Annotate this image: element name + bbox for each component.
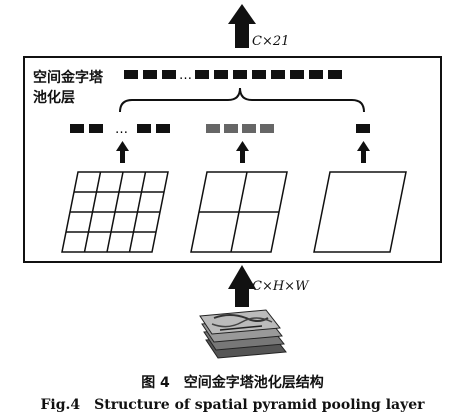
spp-layer-box bbox=[23, 56, 442, 263]
spp-layer-title: 空间金字塔池化层 bbox=[33, 70, 103, 106]
input-dimension-label: C×H×W bbox=[252, 279, 309, 294]
concatenated-vector bbox=[124, 70, 342, 79]
pooled-vector-2x2 bbox=[206, 124, 274, 133]
grid-2x2 bbox=[190, 171, 288, 253]
up-arrow-2x2 bbox=[236, 141, 249, 163]
input-feature-maps bbox=[199, 309, 287, 359]
grid-1x1 bbox=[313, 171, 407, 253]
pooled-vector-1x1 bbox=[356, 124, 370, 133]
ellipsis-top: … bbox=[179, 68, 192, 83]
merge-brace bbox=[119, 87, 365, 113]
up-arrow-1x1 bbox=[357, 141, 370, 163]
up-arrow-4x4 bbox=[116, 141, 129, 163]
figure-caption-chinese: 图 4 空间金字塔池化层结构 bbox=[141, 375, 324, 391]
grid-4x4 bbox=[61, 171, 169, 253]
figure-caption-english: Fig.4 Structure of spatial pyramid pooli… bbox=[40, 397, 425, 413]
output-arrow bbox=[228, 4, 256, 48]
ellipsis-left: … bbox=[115, 122, 128, 137]
input-arrow bbox=[228, 265, 256, 307]
output-dimension-label: C×21 bbox=[252, 34, 290, 49]
pooled-vector-4x4 bbox=[70, 124, 170, 133]
